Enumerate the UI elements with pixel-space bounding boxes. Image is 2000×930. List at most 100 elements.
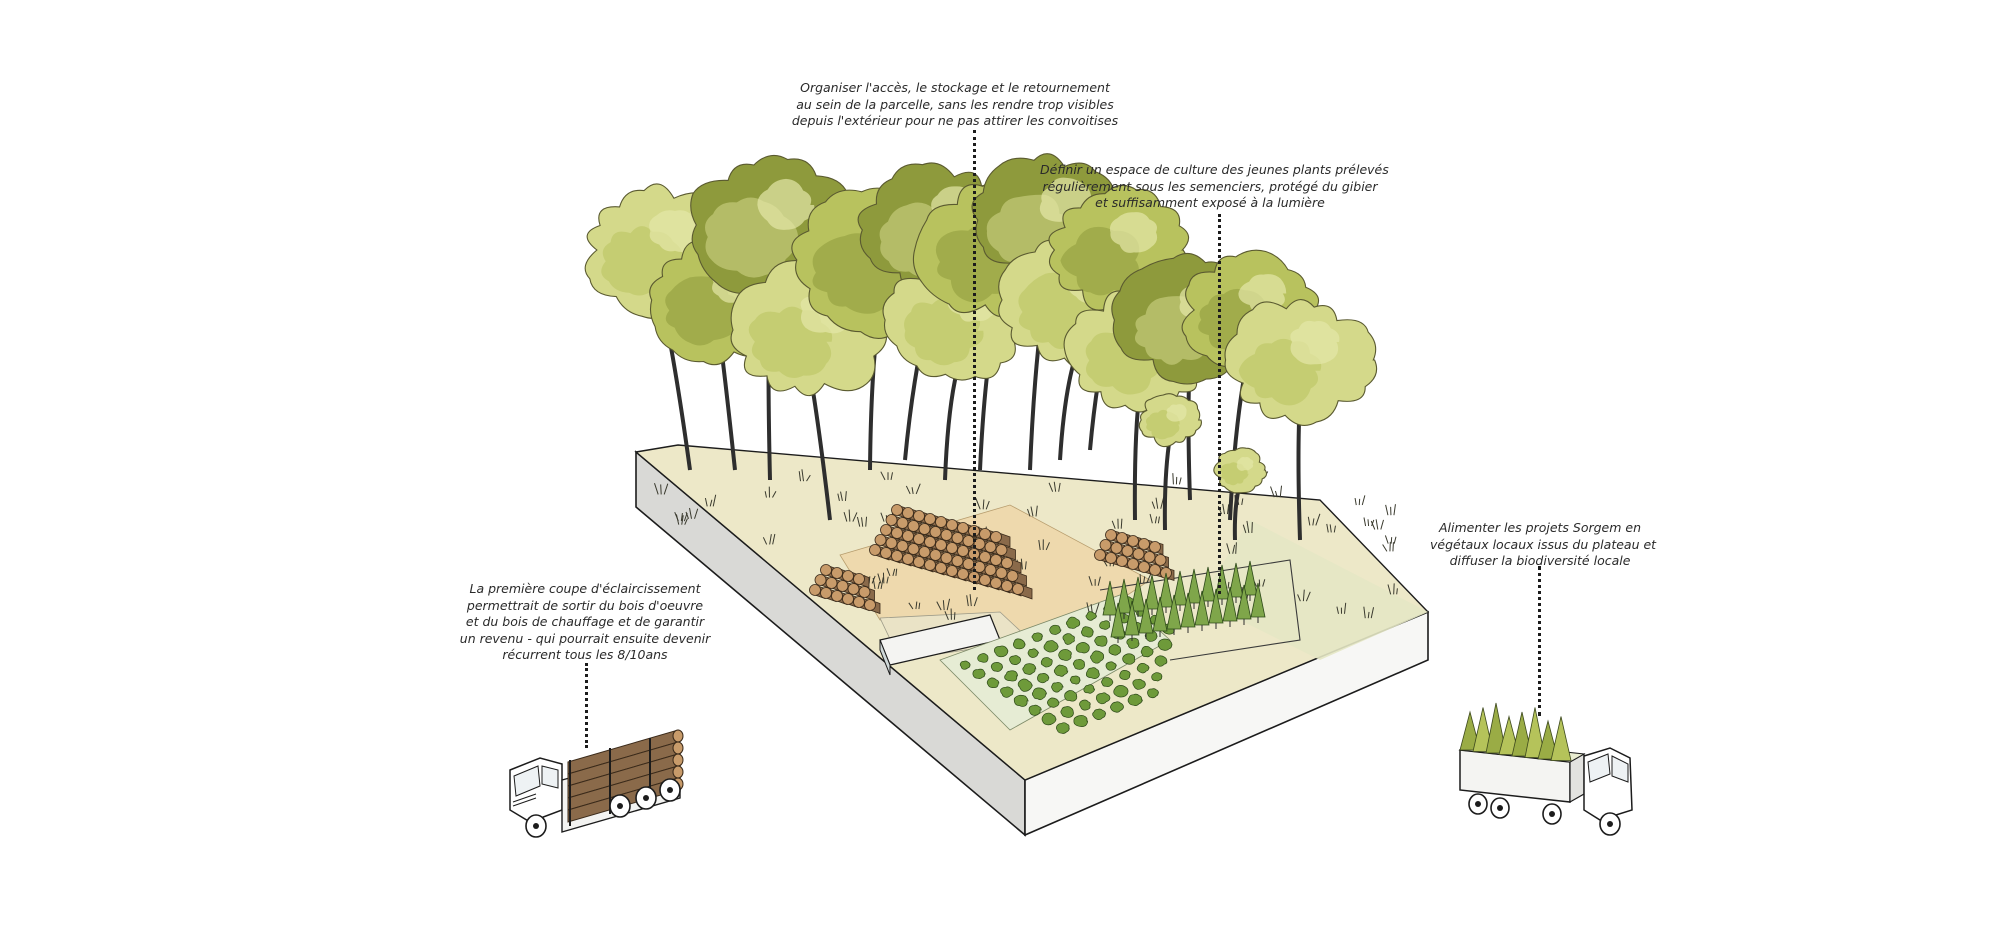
log-end — [946, 565, 958, 577]
log-end — [1105, 552, 1117, 564]
young-plant — [1043, 640, 1059, 653]
young-plant — [1132, 678, 1146, 690]
young-plant — [1058, 648, 1072, 661]
young-plant — [1108, 644, 1122, 656]
log-end — [891, 527, 903, 539]
log-pile-main — [869, 504, 1033, 600]
log-end — [1105, 529, 1117, 541]
log-end — [929, 549, 942, 561]
annotation-storage-line-3: depuis l'extérieur pour ne pas attirer l… — [791, 113, 1119, 128]
young-plant — [1064, 690, 1078, 702]
annotation-nursery-line-1: Définir un espace de culture des jeunes … — [1040, 162, 1389, 177]
log-end — [946, 519, 958, 531]
leader-line-thinning — [585, 663, 588, 748]
grass-tuft — [654, 483, 669, 495]
log-end — [820, 564, 832, 576]
grass-tuft — [966, 594, 978, 607]
young-plant — [1154, 655, 1168, 667]
grass-tuft — [1384, 535, 1397, 544]
young-plant — [959, 660, 971, 670]
grass-tuft — [1326, 523, 1336, 533]
grass-tuft — [1297, 589, 1311, 602]
log-end — [979, 551, 991, 563]
young-plant — [1013, 694, 1029, 707]
loaded-young-tree — [1459, 710, 1481, 751]
log-end — [1143, 551, 1156, 563]
young-plant — [1040, 657, 1053, 668]
young-plant — [1147, 688, 1159, 699]
log-end — [951, 555, 964, 567]
log-end — [847, 583, 860, 595]
log-end — [836, 580, 849, 592]
log-end — [990, 531, 1002, 543]
log-end — [907, 520, 920, 532]
young-plant — [1049, 624, 1062, 635]
log-end — [924, 536, 936, 548]
grass-tuft — [1385, 504, 1396, 516]
log-end — [907, 543, 920, 555]
loaded-young-tree — [1537, 719, 1559, 760]
log-end — [913, 510, 925, 522]
grass-tuft — [1226, 542, 1237, 554]
young-plant — [1075, 642, 1090, 654]
grass-tuft — [1139, 573, 1152, 584]
young-plant — [1041, 712, 1057, 726]
log-end — [951, 532, 964, 544]
annotation-sorgem-line-3: diffuser la biodiversité locale — [1449, 553, 1631, 568]
grass-tuft — [1172, 473, 1182, 485]
young-plant — [1031, 632, 1043, 642]
grass-tuft — [886, 568, 898, 577]
log-end — [935, 516, 947, 528]
young-plant — [1083, 684, 1096, 694]
canopy-highlight — [1109, 212, 1158, 253]
young-plant — [1110, 701, 1124, 713]
grass-tuft — [1387, 583, 1398, 595]
young-plant — [972, 668, 986, 679]
log-end — [957, 545, 969, 557]
log-end — [891, 504, 903, 516]
log-end — [896, 540, 909, 552]
log-end — [1116, 555, 1128, 567]
log-end — [825, 577, 838, 589]
young-plant — [1031, 687, 1048, 701]
canopy-highlight — [649, 210, 703, 252]
log-end — [842, 593, 854, 605]
log-end — [1154, 554, 1167, 566]
young-plant — [1027, 648, 1040, 658]
young-plant — [1047, 697, 1060, 708]
grass-tuft — [905, 483, 921, 495]
log-end — [1099, 539, 1112, 551]
log-end — [924, 513, 936, 525]
grass-tuft — [1111, 518, 1123, 529]
log-end — [1121, 545, 1134, 557]
annotation-thinning-line-4: un revenu - qui pourrait ensuite devenir — [459, 630, 711, 646]
grass-tuft — [704, 494, 717, 507]
young-plant — [993, 645, 1009, 658]
log-pile-right — [1094, 529, 1175, 581]
annotation-nursery: Définir un espace de culture des jeunes … — [1040, 162, 1389, 212]
grass-tuft — [936, 598, 951, 611]
log-end — [902, 530, 914, 542]
grass-tuft — [856, 516, 868, 527]
young-plant — [1009, 655, 1022, 665]
log-end — [1149, 564, 1161, 576]
grass-tuft — [1027, 505, 1038, 517]
grass-tuft — [675, 514, 688, 525]
grass-tuft — [975, 498, 990, 510]
young-plant — [1065, 616, 1081, 629]
young-plant — [1017, 678, 1033, 692]
log-end — [957, 568, 969, 580]
grass-tuft — [1048, 481, 1061, 492]
grass-tuft — [1088, 576, 1101, 586]
log-end — [957, 522, 969, 534]
leader-line-nursery — [1218, 214, 1221, 594]
grass-tuft — [1354, 495, 1366, 506]
tree-canopies — [584, 153, 1378, 494]
young-plant — [1105, 661, 1117, 671]
annotation-storage: Organiser l'accès, le stockage et le ret… — [790, 80, 1120, 130]
canopy-highlight — [1166, 404, 1187, 422]
annotation-sorgem-line-2: végétaux locaux issus du plateau et — [1430, 536, 1657, 552]
young-plant — [1028, 704, 1042, 716]
log-end — [869, 544, 881, 556]
grass-tuft — [877, 572, 889, 584]
